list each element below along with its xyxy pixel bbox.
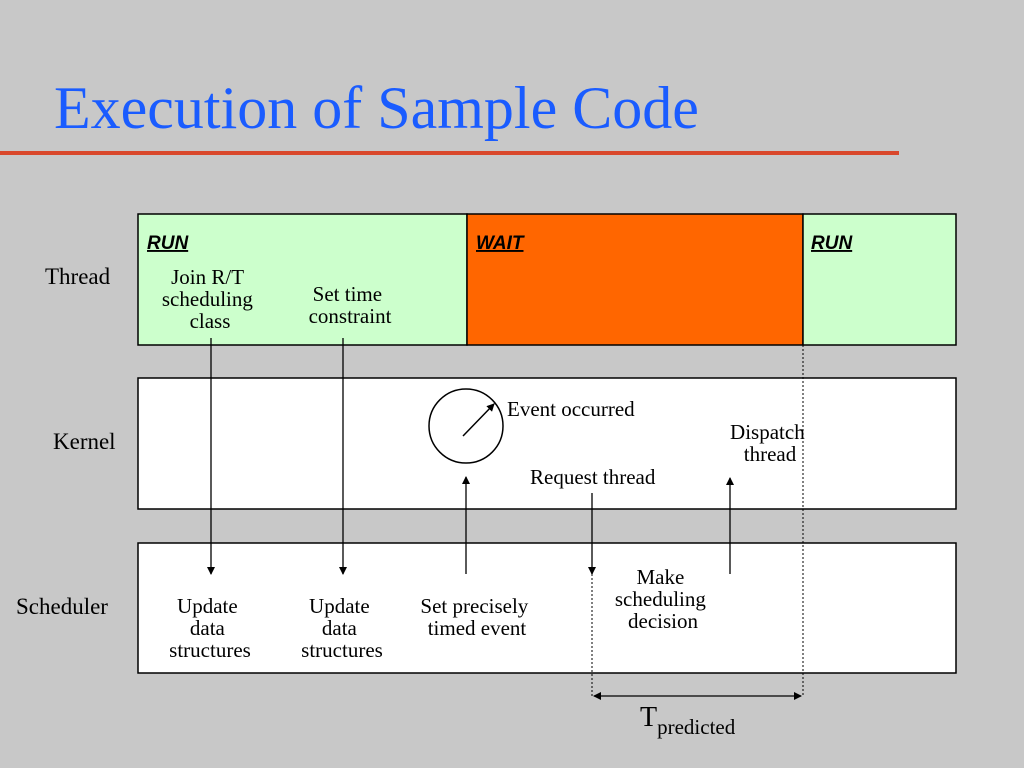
timer-clock-icon bbox=[428, 388, 504, 464]
clock-hand bbox=[462, 403, 495, 437]
thread-run-box-1 bbox=[137, 213, 468, 346]
event-set-time-constraint: Set time constraint bbox=[309, 282, 392, 328]
state-label-run-1: RUN bbox=[147, 233, 189, 254]
slide-title: Execution of Sample Code bbox=[54, 75, 699, 141]
scheduler-box bbox=[137, 542, 957, 674]
thread-run-box-2 bbox=[802, 213, 957, 346]
scheduler-make-decision: Make scheduling decision bbox=[615, 565, 711, 633]
request-thread-label: Request thread bbox=[530, 465, 656, 489]
title-rule bbox=[0, 151, 899, 155]
dispatch-thread-label: Dispatch thread bbox=[730, 420, 810, 466]
scheduler-update-1: Update data structures bbox=[169, 594, 251, 662]
event-join-rt: Join R/T scheduling class bbox=[162, 265, 258, 333]
state-label-run-2: RUN bbox=[811, 233, 853, 254]
row-label-kernel: Kernel bbox=[53, 429, 116, 454]
event-occurred-label: Event occurred bbox=[507, 397, 635, 421]
scheduler-set-timed-event: Set precisely timed event bbox=[420, 594, 533, 640]
state-label-wait: WAIT bbox=[476, 233, 525, 254]
row-label-thread: Thread bbox=[45, 264, 111, 289]
kernel-box bbox=[137, 377, 957, 510]
scheduler-update-2: Update data structures bbox=[301, 594, 383, 662]
t-predicted-label: Tpredicted bbox=[640, 702, 736, 739]
row-label-scheduler: Scheduler bbox=[16, 594, 108, 619]
